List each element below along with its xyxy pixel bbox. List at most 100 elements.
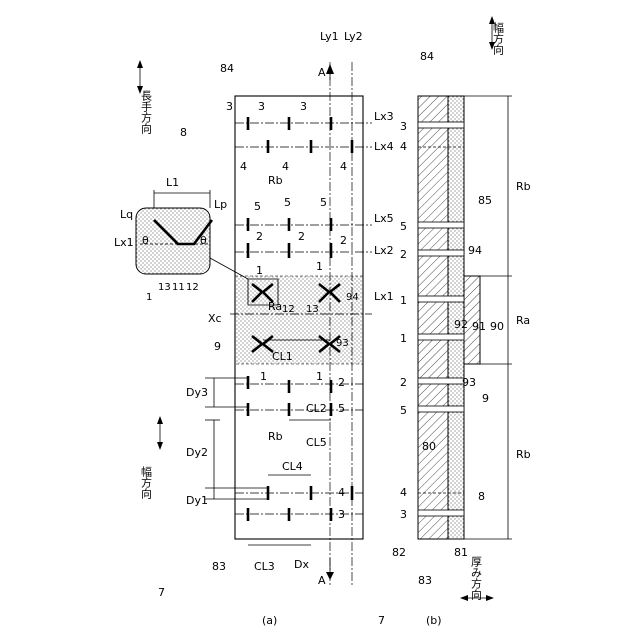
label-b-82: 82 bbox=[392, 546, 406, 559]
label-xc: Xc bbox=[208, 312, 222, 325]
label-a-bottom: A bbox=[318, 574, 326, 587]
inset-label-13: 13 bbox=[158, 282, 171, 293]
inset-label-theta-left: θ bbox=[142, 234, 149, 247]
label-slit-3-a: 3 bbox=[226, 100, 233, 113]
label-slit-3-d: 3 bbox=[338, 508, 345, 521]
label-slit-1-d: 1 bbox=[316, 370, 323, 383]
label-b-4a: 4 bbox=[400, 140, 407, 153]
label-ly1: Ly1 bbox=[320, 30, 339, 43]
label-dx: Dx bbox=[294, 558, 309, 571]
label-long-direction: 長手方向 bbox=[140, 90, 153, 134]
label-slit-1-c: 1 bbox=[260, 370, 267, 383]
inset-label-l1: L1 bbox=[166, 176, 179, 189]
inset-label-lq: Lq bbox=[120, 208, 133, 221]
section-a-top-head bbox=[326, 64, 334, 74]
label-slit-5-b: 5 bbox=[284, 196, 291, 209]
label-93: 93 bbox=[336, 338, 349, 349]
label-a-top: A bbox=[318, 66, 326, 79]
label-b-3b: 3 bbox=[400, 508, 407, 521]
section-body-hatched bbox=[418, 96, 448, 539]
label-dy2: Dy2 bbox=[186, 446, 208, 459]
label-b-92: 92 bbox=[454, 318, 468, 331]
label-9: 9 bbox=[214, 340, 221, 353]
label-rb-lower: Rb bbox=[268, 430, 283, 443]
label-slit-5-c: 5 bbox=[320, 196, 327, 209]
label-lx1: Lx1 bbox=[374, 290, 394, 303]
label-lx3: Lx3 bbox=[374, 110, 394, 123]
inset-label-11: 11 bbox=[172, 282, 185, 293]
section-a-bottom-head bbox=[326, 572, 334, 580]
label-slit-2-b: 2 bbox=[298, 230, 305, 243]
figure-b: 84 3 4 5 2 1 1 2 5 4 3 85 94 92 91 90 93… bbox=[378, 16, 531, 627]
label-cl5: CL5 bbox=[306, 436, 327, 449]
label-lx4: Lx4 bbox=[374, 140, 394, 153]
label-cl1: CL1 bbox=[272, 350, 293, 363]
label-b-5a: 5 bbox=[400, 220, 407, 233]
label-b-81: 81 bbox=[454, 546, 468, 559]
inset-label-12: 12 bbox=[186, 282, 199, 293]
caption-b: (b) bbox=[426, 614, 442, 627]
label-ra: Ra bbox=[268, 300, 282, 313]
label-slit-2-c: 2 bbox=[340, 234, 347, 247]
label-b-rb-upper: Rb bbox=[516, 180, 531, 193]
label-b-5b: 5 bbox=[400, 404, 407, 417]
figure-a: L1 Lq Lp Lx1 θ θ 13 11 12 1 bbox=[114, 30, 394, 627]
label-b-9: 9 bbox=[482, 392, 489, 405]
label-slit-1-a: 1 bbox=[256, 264, 263, 277]
label-84: 84 bbox=[220, 62, 234, 75]
label-12: 12 bbox=[282, 304, 295, 315]
label-b-3a: 3 bbox=[400, 120, 407, 133]
label-slit-4-c: 4 bbox=[340, 160, 347, 173]
label-width-direction-a: 幅方向 bbox=[140, 466, 153, 499]
inset-label-1: 1 bbox=[146, 292, 152, 303]
inset-label-theta-right: θ bbox=[200, 234, 207, 247]
label-b-width-direction: 幅方向 bbox=[492, 22, 505, 55]
inset-label-lx1: Lx1 bbox=[114, 236, 134, 249]
caption-a: (a) bbox=[262, 614, 277, 627]
label-b-1a: 1 bbox=[400, 294, 407, 307]
label-lx5: Lx5 bbox=[374, 212, 394, 225]
label-b-2a: 2 bbox=[400, 248, 407, 261]
label-83: 83 bbox=[212, 560, 226, 573]
label-b-91: 91 bbox=[472, 320, 486, 333]
label-cl4: CL4 bbox=[282, 460, 303, 473]
label-dy1: Dy1 bbox=[186, 494, 208, 507]
label-slit-4-d: 4 bbox=[338, 486, 345, 499]
label-b-83: 83 bbox=[418, 574, 432, 587]
label-b-thickness-direction: 厚み方向 bbox=[470, 556, 483, 600]
label-slit-3-b: 3 bbox=[258, 100, 265, 113]
label-slit-4-b: 4 bbox=[282, 160, 289, 173]
label-b-4b: 4 bbox=[400, 486, 407, 499]
label-slit-2-a: 2 bbox=[256, 230, 263, 243]
label-8: 8 bbox=[180, 126, 187, 139]
label-ly2: Ly2 bbox=[344, 30, 363, 43]
label-slit-5-a: 5 bbox=[254, 200, 261, 213]
label-lx2: Lx2 bbox=[374, 244, 394, 257]
label-rb-upper: Rb bbox=[268, 174, 283, 187]
label-b-85: 85 bbox=[478, 194, 492, 207]
label-94: 94 bbox=[346, 292, 359, 303]
inset-label-lp: Lp bbox=[214, 198, 227, 211]
label-13: 13 bbox=[306, 304, 319, 315]
label-b-7: 7 bbox=[378, 614, 385, 627]
label-dy3: Dy3 bbox=[186, 386, 208, 399]
label-cl2: CL2 bbox=[306, 402, 327, 415]
label-b-ra: Ra bbox=[516, 314, 530, 327]
label-slit-1-b: 1 bbox=[316, 260, 323, 273]
inset-detail: L1 Lq Lp Lx1 θ θ 13 11 12 1 bbox=[114, 176, 227, 303]
label-7: 7 bbox=[158, 586, 165, 599]
label-slit-4-a: 4 bbox=[240, 160, 247, 173]
label-b-rb-lower: Rb bbox=[516, 448, 531, 461]
label-b-90: 90 bbox=[490, 320, 504, 333]
label-slit-3-c: 3 bbox=[300, 100, 307, 113]
label-cl3: CL3 bbox=[254, 560, 275, 573]
label-b-93: 93 bbox=[462, 376, 476, 389]
label-slit-2-d: 2 bbox=[338, 376, 345, 389]
label-b-84: 84 bbox=[420, 50, 434, 63]
label-b-94: 94 bbox=[468, 244, 482, 257]
label-b-1b: 1 bbox=[400, 332, 407, 345]
label-b-80: 80 bbox=[422, 440, 436, 453]
label-b-8: 8 bbox=[478, 490, 485, 503]
